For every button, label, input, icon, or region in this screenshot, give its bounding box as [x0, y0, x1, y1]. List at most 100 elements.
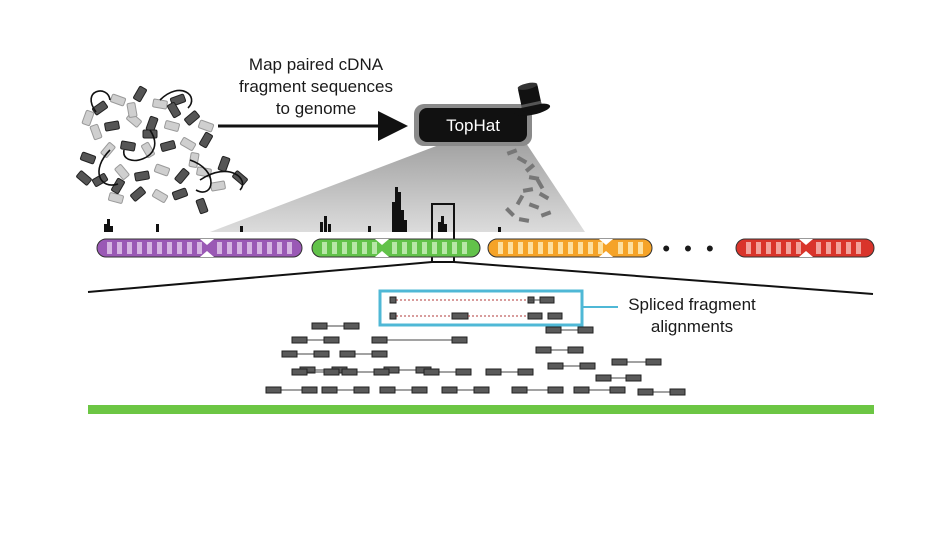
tophat-box: TopHat — [414, 104, 532, 146]
centromere-notch — [375, 239, 389, 245]
coverage-bar — [368, 226, 371, 232]
chromosome-band — [518, 242, 523, 254]
read-mate — [389, 296, 397, 304]
centromere-notch — [200, 251, 214, 257]
read-mate — [301, 386, 318, 394]
cdna-fragment — [152, 98, 168, 110]
chromosome-band — [157, 242, 162, 254]
chromosome-band — [137, 242, 142, 254]
cdna-fragment — [79, 151, 97, 165]
centromere-notch — [799, 239, 813, 245]
read-pair — [291, 368, 340, 376]
cdna-fragment — [130, 186, 146, 202]
read-mate — [411, 386, 428, 394]
read-pair — [511, 386, 564, 394]
read-pair — [339, 350, 388, 358]
cdna-fragment — [100, 142, 116, 158]
chromosome-band — [267, 242, 272, 254]
chromosome-band — [332, 242, 337, 254]
read-mate — [535, 346, 552, 354]
coverage-peaks — [104, 187, 501, 232]
chromosome-band — [498, 242, 503, 254]
read-pair — [535, 346, 584, 354]
read-mate — [281, 350, 298, 358]
read-pair — [545, 326, 594, 334]
falling-read — [538, 191, 550, 201]
chromosome-band — [177, 242, 182, 254]
cdna-fragment — [108, 192, 124, 204]
read-mate — [579, 362, 596, 370]
cdna-fragment — [210, 180, 226, 192]
coverage-bar — [438, 222, 441, 232]
fragment-linker — [90, 90, 111, 113]
chromosome-band — [372, 242, 377, 254]
chromosome-band — [352, 242, 357, 254]
annotation-line-2: alignments — [651, 317, 733, 336]
coverage-bar — [107, 219, 110, 232]
read-pair — [291, 336, 340, 344]
chromosome-band — [432, 242, 437, 254]
read-mate — [373, 368, 390, 376]
chromosome-band — [638, 242, 643, 254]
read-mate — [455, 368, 472, 376]
coverage-bar — [328, 224, 331, 232]
chromosome-band — [187, 242, 192, 254]
top-hat-icon — [514, 82, 551, 116]
chromosome-band — [568, 242, 573, 254]
read-mate — [669, 388, 686, 396]
projection-shade — [210, 140, 585, 232]
chromosome-band — [618, 242, 623, 254]
chromosome-band — [442, 242, 447, 254]
chromosome-band — [422, 242, 427, 254]
read-pair — [637, 388, 686, 396]
cdna-fragment — [76, 170, 92, 186]
chromosome-band — [786, 242, 791, 254]
chromosome-band — [588, 242, 593, 254]
more-chromosomes-ellipsis: • • • — [662, 236, 717, 261]
read-pair — [573, 386, 626, 394]
read-alignments — [265, 296, 686, 396]
cdna-fragment-pile-icon — [76, 85, 248, 215]
fragment-linker — [159, 89, 193, 109]
chromosome-band — [628, 242, 633, 254]
cdna-fragment — [174, 168, 190, 184]
read-pair — [595, 374, 642, 382]
read-mate — [539, 296, 555, 304]
chromosome-band — [598, 242, 603, 254]
cdna-fragment — [171, 187, 189, 201]
zoom-box-icon — [431, 203, 455, 263]
chromosome-band — [508, 242, 513, 254]
read-mate — [291, 336, 308, 344]
chromosome-band — [826, 242, 831, 254]
cdna-fragment — [126, 102, 138, 118]
caption-line-3: to genome — [276, 99, 356, 118]
read-mate — [343, 322, 360, 330]
chromosome-band — [548, 242, 553, 254]
chromosome-band — [578, 242, 583, 254]
read-mate — [353, 386, 370, 394]
chromosome-band — [746, 242, 751, 254]
cdna-fragment — [120, 140, 136, 152]
coverage-bar — [395, 187, 398, 232]
falling-reads — [505, 148, 552, 223]
read-mate — [323, 336, 340, 344]
chromosome-band — [856, 242, 861, 254]
chromosome-band — [392, 242, 397, 254]
read-mate — [341, 368, 358, 376]
chromosome-row — [96, 238, 875, 258]
chromosome-band — [836, 242, 841, 254]
chromosome-band — [217, 242, 222, 254]
cdna-fragment — [217, 155, 231, 173]
read-mate — [511, 386, 528, 394]
coverage-bar — [392, 202, 395, 232]
chromosome-band — [528, 242, 533, 254]
chromosome-band — [167, 242, 172, 254]
read-mate — [547, 386, 564, 394]
cdna-fragment — [179, 137, 197, 151]
read-pair — [423, 368, 472, 376]
read-pair — [341, 368, 390, 376]
fragment-linker — [123, 129, 156, 162]
read-mate — [451, 336, 468, 344]
read-mate — [645, 358, 662, 366]
